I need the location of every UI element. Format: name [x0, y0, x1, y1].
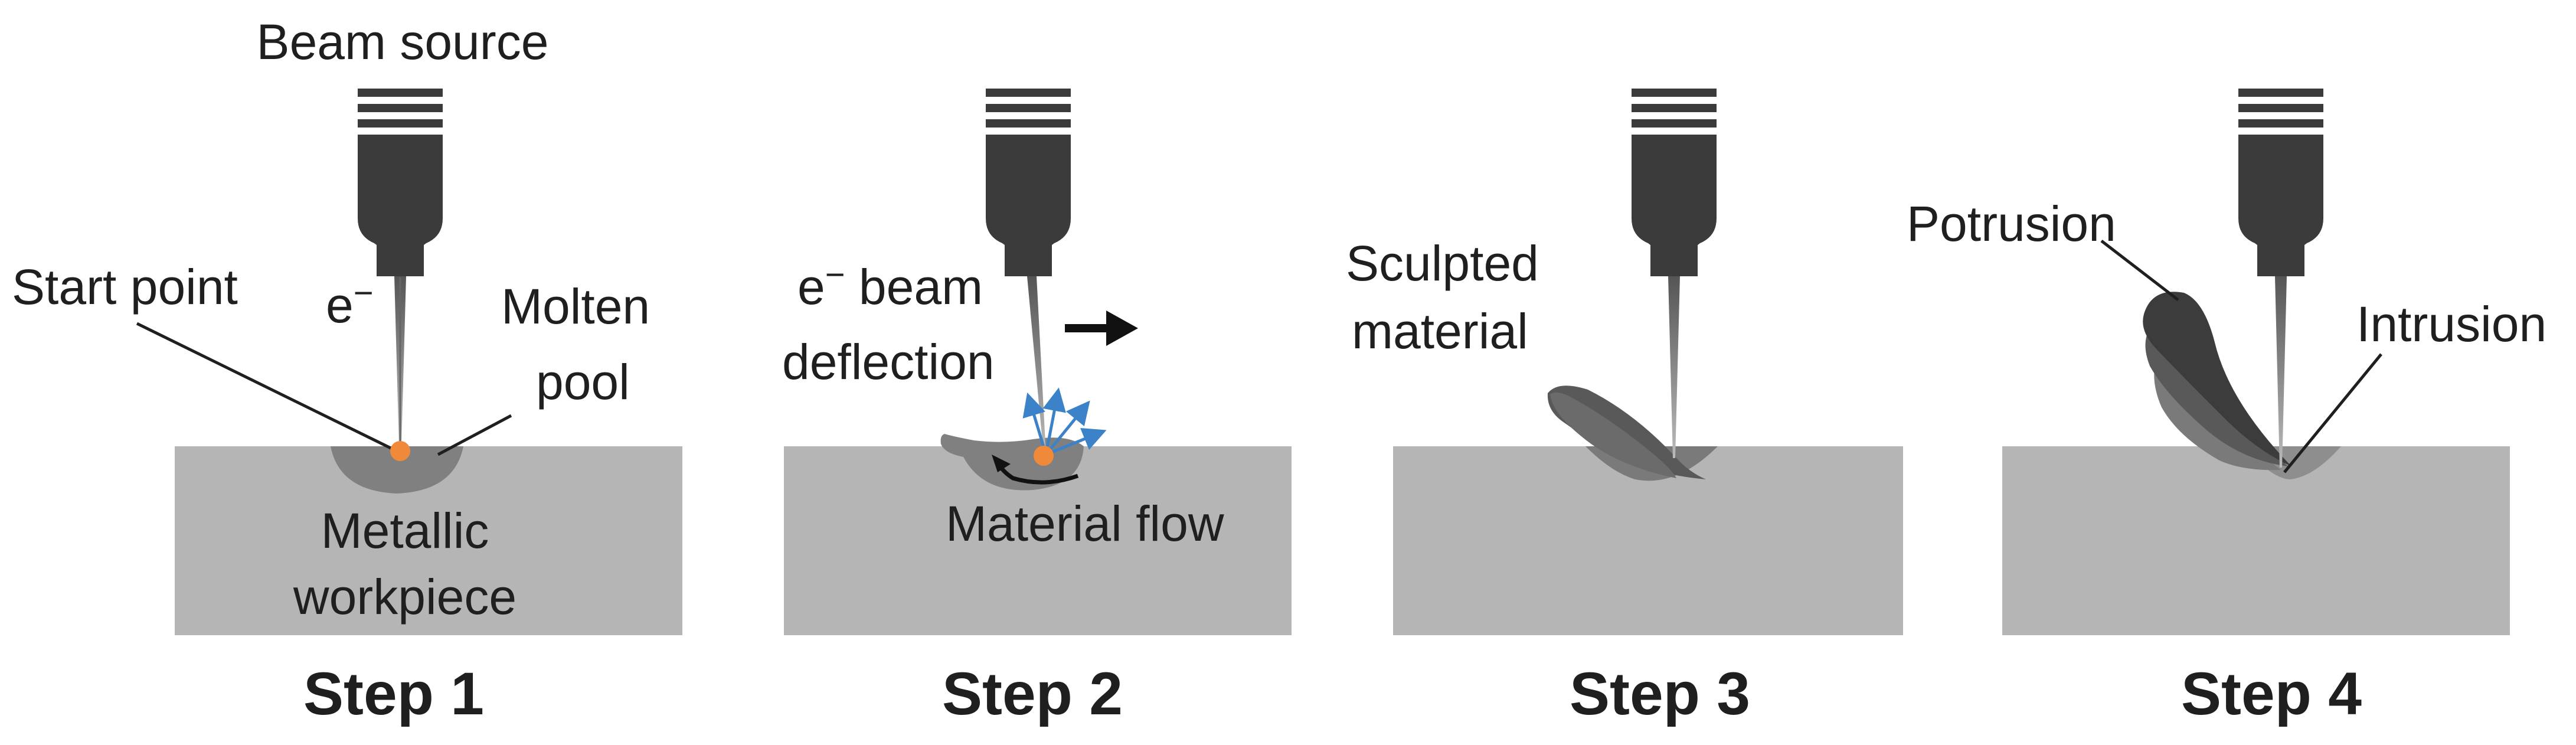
protrusion-leader [2100, 240, 2179, 301]
step-2-title: Step 2 [942, 660, 1123, 727]
intrusion-leader [2283, 353, 2382, 473]
protrusion-label: Potrusion [1907, 196, 2116, 251]
panel-step-2: e− beam deflection Material flow Step 2 [782, 89, 1292, 727]
workpiece-label: workpiece [293, 569, 516, 625]
start-point-leader [136, 322, 398, 453]
deflection-label: deflection [782, 334, 995, 390]
flow-arrow-head [992, 455, 1011, 472]
scatter-arrows [1022, 387, 1107, 456]
step-3-title: Step 3 [1570, 660, 1750, 727]
electron-label: e− [326, 274, 374, 333]
sculpted-label: Sculpted [1346, 236, 1539, 291]
beam-deflection-arrow-head [1106, 311, 1138, 346]
beam-source-label: Beam source [257, 14, 549, 70]
electron-beam-gun-icon [2238, 89, 2323, 276]
start-point-dot [1034, 446, 1054, 466]
intrusion-label: Intrusion [2356, 296, 2546, 352]
electron-beam-gun-icon [358, 89, 443, 276]
molten-pool-leader [437, 414, 512, 456]
step-4-title: Step 4 [2181, 660, 2362, 727]
start-point-label: Start point [12, 259, 238, 315]
electron-beam [1668, 276, 1680, 458]
metallic-workpiece [2002, 446, 2510, 635]
step-1-title: Step 1 [303, 660, 484, 727]
material-flow-label: Material flow [946, 496, 1224, 551]
pool-label: pool [536, 354, 630, 410]
panel-step-3: Sculpted material Step 3 [1346, 89, 1903, 727]
metallic-label: Metallic [321, 503, 489, 558]
electron-beam-gun-icon [986, 89, 1071, 276]
protrusion-dark [2143, 292, 2291, 466]
panel-step-1: Beam source Start point e− Molten pool M… [12, 14, 682, 727]
panel-step-4: Potrusion Intrusion Step 4 [1907, 89, 2546, 727]
molten-label: Molten [501, 279, 650, 334]
electron-beam-gun-icon [1632, 89, 1717, 276]
start-point-dot [390, 441, 410, 461]
electron-beam [2275, 276, 2287, 468]
molten-pool [331, 446, 463, 494]
sculpted-material-dark [1550, 392, 1676, 478]
material-label: material [1352, 303, 1528, 359]
e-beam-label: e− beam [797, 256, 983, 315]
